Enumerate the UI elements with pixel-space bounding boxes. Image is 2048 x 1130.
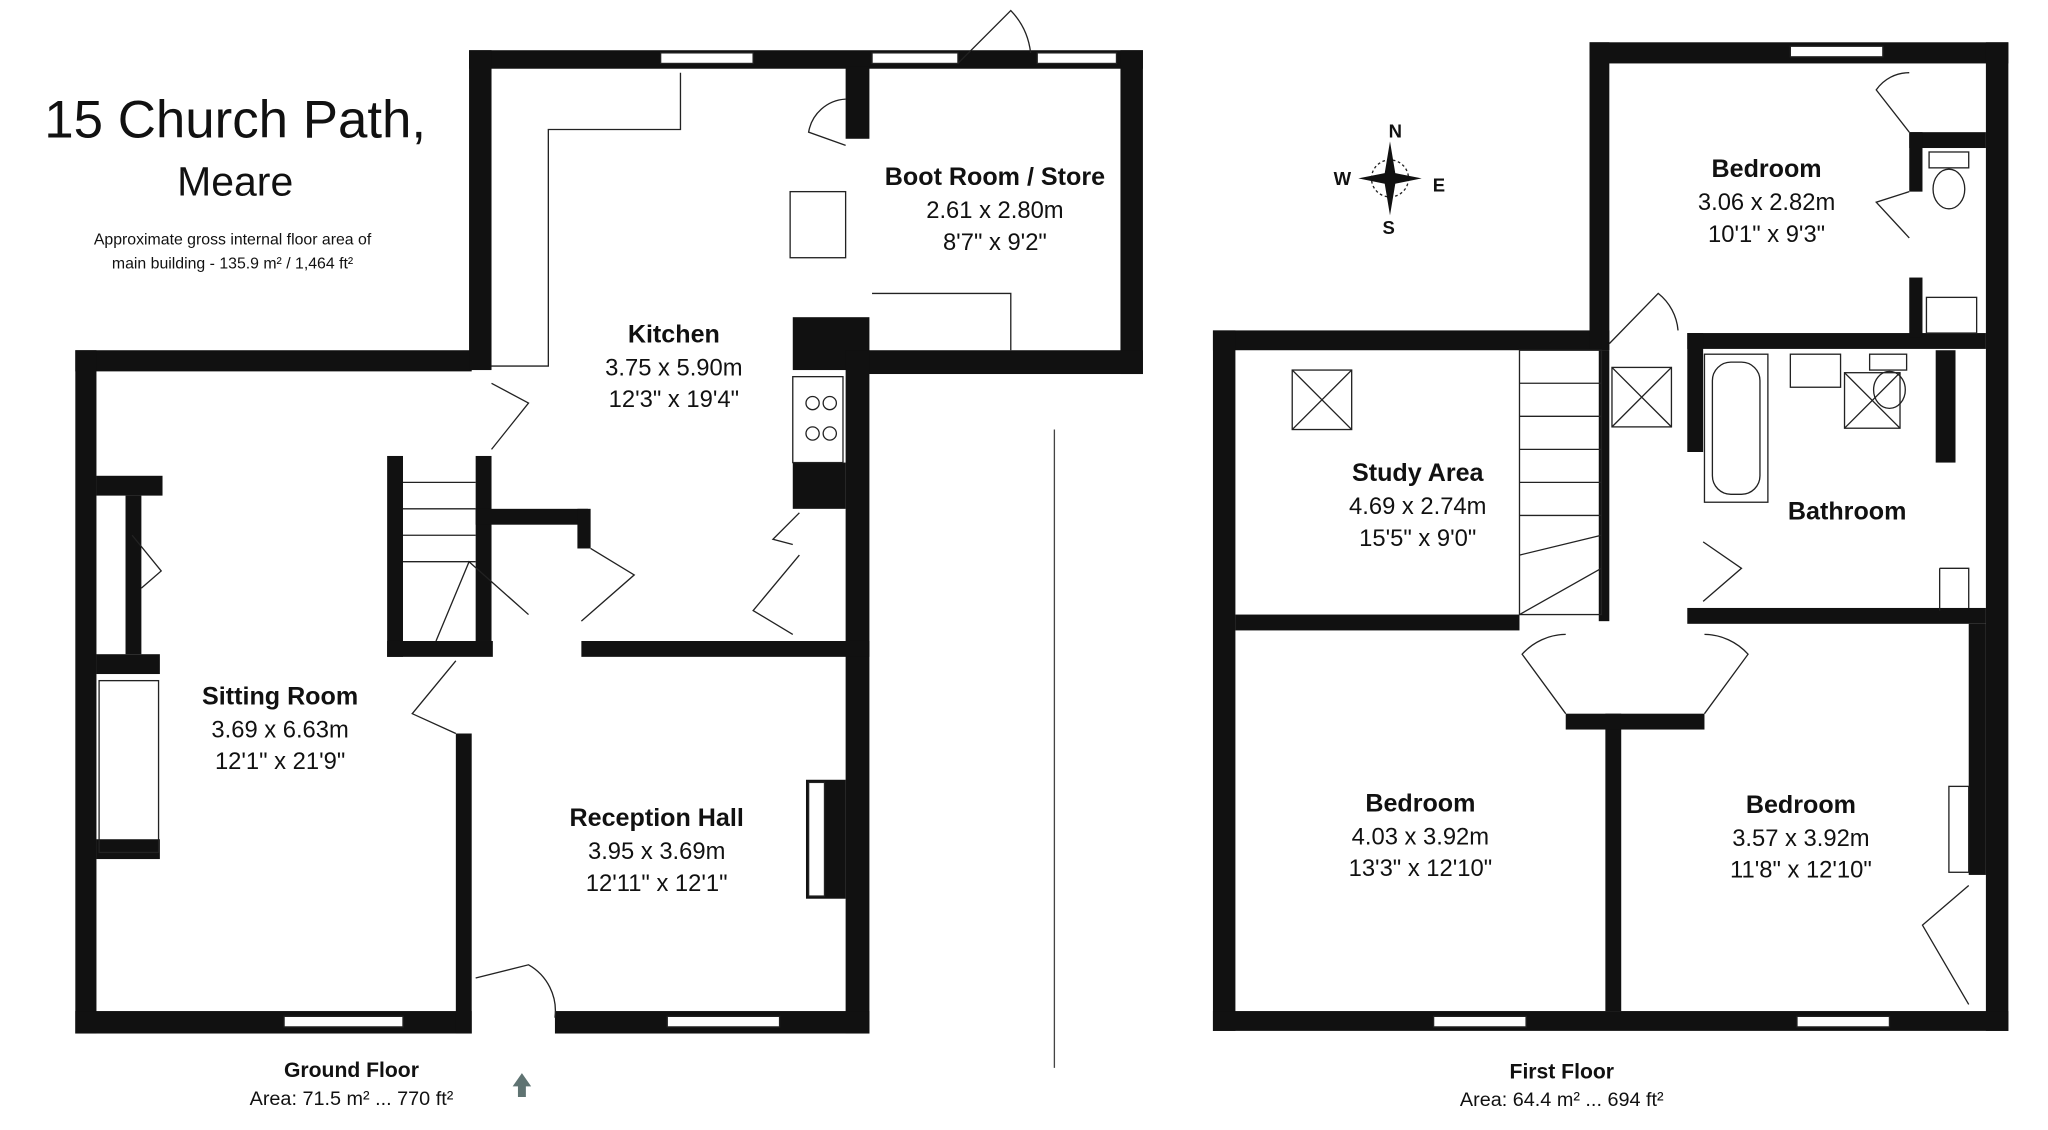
ground-floor-label: Ground Floor	[284, 1059, 419, 1082]
svg-text:3.57 x 3.92m: 3.57 x 3.92m	[1732, 825, 1869, 852]
room-bedroom-right: Bedroom 3.57 x 3.92m 11'8" x 12'10"	[1730, 791, 1872, 884]
svg-text:Bathroom: Bathroom	[1788, 497, 1906, 525]
svg-text:10'1" x 9'3": 10'1" x 9'3"	[1708, 221, 1825, 248]
property-title: 15 Church Path,	[44, 90, 426, 149]
room-sitting-room: Sitting Room 3.69 x 6.63m 12'1" x 21'9"	[202, 682, 358, 775]
room-bedroom-left: Bedroom 4.03 x 3.92m 13'3" x 12'10"	[1349, 789, 1493, 882]
ground-floor-area: Area: 71.5 m² ... 770 ft²	[250, 1088, 454, 1110]
svg-text:E: E	[1433, 175, 1445, 196]
svg-text:12'11" x 12'1": 12'11" x 12'1"	[586, 870, 728, 897]
svg-text:Boot Room / Store: Boot Room / Store	[885, 163, 1105, 191]
property-location: Meare	[177, 159, 293, 205]
svg-text:N: N	[1389, 120, 1402, 141]
ground-floor-walls	[75, 9, 1143, 1034]
room-kitchen: Kitchen 3.75 x 5.90m 12'3" x 19'4"	[605, 320, 742, 413]
room-study-area: Study Area 4.69 x 2.74m 15'5" x 9'0"	[1349, 459, 1486, 552]
svg-text:Bedroom: Bedroom	[1746, 791, 1856, 819]
svg-text:3.69 x 6.63m: 3.69 x 6.63m	[211, 716, 348, 743]
svg-text:Bedroom: Bedroom	[1365, 789, 1475, 817]
svg-text:3.95 x 3.69m: 3.95 x 3.69m	[588, 838, 725, 865]
first-floor-walls	[1212, 42, 2009, 1031]
svg-text:12'3" x 19'4": 12'3" x 19'4"	[609, 386, 739, 413]
svg-text:Kitchen: Kitchen	[628, 320, 720, 348]
svg-text:S: S	[1383, 217, 1395, 238]
svg-text:12'1" x 21'9": 12'1" x 21'9"	[215, 748, 345, 775]
area-note-line2: main building - 135.9 m² / 1,464 ft²	[112, 255, 353, 272]
svg-text:13'3" x 12'10": 13'3" x 12'10"	[1349, 855, 1493, 882]
area-note-line1: Approximate gross internal floor area of	[94, 232, 372, 249]
entrance-arrow-icon	[512, 1073, 532, 1097]
svg-text:15'5" x 9'0": 15'5" x 9'0"	[1359, 525, 1476, 552]
svg-text:Bedroom: Bedroom	[1712, 155, 1822, 183]
room-boot-room: Boot Room / Store 2.61 x 2.80m 8'7" x 9'…	[885, 163, 1105, 256]
svg-text:W: W	[1334, 168, 1352, 189]
svg-text:3.75 x 5.90m: 3.75 x 5.90m	[605, 354, 742, 381]
svg-text:Sitting Room: Sitting Room	[202, 682, 358, 710]
svg-text:Study Area: Study Area	[1352, 459, 1485, 487]
svg-text:4.03 x 3.92m: 4.03 x 3.92m	[1352, 824, 1489, 851]
first-floor-label: First Floor	[1510, 1060, 1614, 1083]
svg-text:Reception Hall: Reception Hall	[570, 804, 744, 832]
svg-text:2.61 x 2.80m: 2.61 x 2.80m	[926, 197, 1063, 224]
room-reception-hall: Reception Hall 3.95 x 3.69m 12'11" x 12'…	[570, 804, 744, 897]
svg-text:4.69 x 2.74m: 4.69 x 2.74m	[1349, 493, 1486, 520]
room-bathroom: Bathroom	[1788, 497, 1906, 525]
svg-text:3.06 x 2.82m: 3.06 x 2.82m	[1698, 189, 1835, 216]
svg-text:11'8" x 12'10": 11'8" x 12'10"	[1730, 857, 1872, 884]
compass-icon: N S E W	[1334, 120, 1445, 237]
svg-text:8'7" x 9'2": 8'7" x 9'2"	[943, 229, 1047, 256]
first-floor-area: Area: 64.4 m² ... 694 ft²	[1460, 1089, 1664, 1111]
room-bedroom-top: Bedroom 3.06 x 2.82m 10'1" x 9'3"	[1698, 155, 1835, 248]
